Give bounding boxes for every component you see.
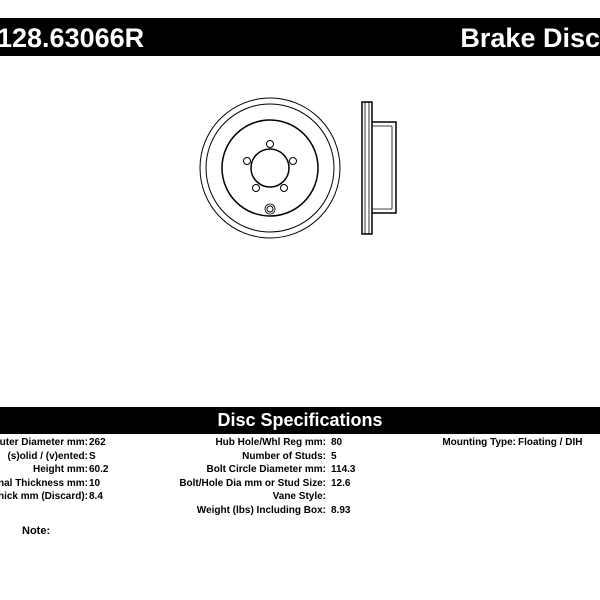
spec-label: Min Thick mm (Discard): [0, 491, 88, 502]
hat-section [372, 121, 397, 214]
spec-label: Vane Style: [272, 491, 326, 502]
spec-label: Number of Studs: [242, 450, 326, 462]
spec-value: S [89, 450, 96, 462]
disc-side-view [361, 101, 397, 235]
spec-row: Bolt/Hole Dia mm or Stud Size: 12.6 [170, 477, 440, 491]
spec-label: Hub Hole/Whl Reg mm: [215, 437, 326, 448]
locator-hole [266, 205, 274, 213]
part-number: 128.63066R [0, 23, 145, 53]
spec-row: (s)olid / (v)ented: S [0, 450, 130, 464]
spec-label: (s)olid / (v)ented: [7, 450, 88, 462]
spec-label: Weight (lbs) Including Box: [196, 504, 326, 516]
spec-row: Min Thick mm (Discard): 8.4 [0, 490, 130, 504]
stud-hole [266, 140, 274, 148]
stud-hole [252, 184, 260, 192]
friction-ring-section [361, 101, 373, 235]
hat-outer-edge [221, 119, 319, 217]
spec-row: Weight (lbs) Including Box: 8.93 [170, 504, 440, 518]
specs-column-2: Hub Hole/Whl Reg mm: 80 Number of Studs:… [170, 436, 440, 517]
spec-row: Number of Studs: 5 [170, 450, 440, 464]
spec-label: Outer Diameter mm: [0, 437, 88, 448]
disc-front-view [199, 97, 341, 239]
spec-row: Nominal Thickness mm: 10 [0, 477, 130, 491]
spec-label: Mounting Type: [442, 437, 516, 448]
spec-label: Height mm: [33, 464, 88, 475]
spec-value: 8.93 [331, 504, 351, 516]
spec-label: Bolt Circle Diameter mm: [206, 464, 326, 475]
stud-hole [289, 157, 297, 165]
spec-row: Bolt Circle Diameter mm: 114.3 [170, 463, 440, 477]
locator-hole-ring [264, 203, 276, 215]
spec-row: Hub Hole/Whl Reg mm: 80 [170, 436, 440, 450]
spec-value: 114.3 [331, 464, 356, 475]
friction-inner-edge [205, 103, 335, 233]
spec-value: 60.2 [89, 464, 109, 475]
spec-value: 8.4 [89, 491, 103, 502]
spec-value: 262 [89, 437, 106, 448]
spec-row: Height mm: 60.2 [0, 463, 130, 477]
specs-title: Disc Specifications [217, 410, 383, 430]
spec-row: Vane Style: [170, 490, 440, 504]
stud-hole [280, 184, 288, 192]
spec-label: Bolt/Hole Dia mm or Stud Size: [179, 477, 326, 489]
banner-title: Brake Disc [460, 23, 600, 53]
center-bore [250, 148, 290, 188]
spec-label: Nominal Thickness mm: [0, 477, 88, 489]
note-label: Note: [22, 525, 51, 537]
specs-banner: Disc Specifications [0, 407, 600, 434]
header-banner: 128.63066R Brake Disc [0, 18, 600, 56]
spec-value: 80 [331, 437, 343, 448]
spec-value: 10 [89, 477, 101, 489]
spec-value: Floating / DIH [518, 437, 583, 448]
specs-column-3: Mounting Type: Floating / DIH [440, 436, 600, 450]
specs-column-1: Outer Diameter mm: 262 (s)olid / (v)ente… [0, 436, 130, 504]
outer-edge [199, 97, 341, 239]
stud-hole [243, 157, 251, 165]
spec-value: 5 [331, 450, 337, 462]
spec-value: 12.6 [331, 477, 351, 489]
spec-row: Outer Diameter mm: 262 [0, 436, 130, 450]
spec-row: Mounting Type: Floating / DIH [440, 436, 600, 450]
